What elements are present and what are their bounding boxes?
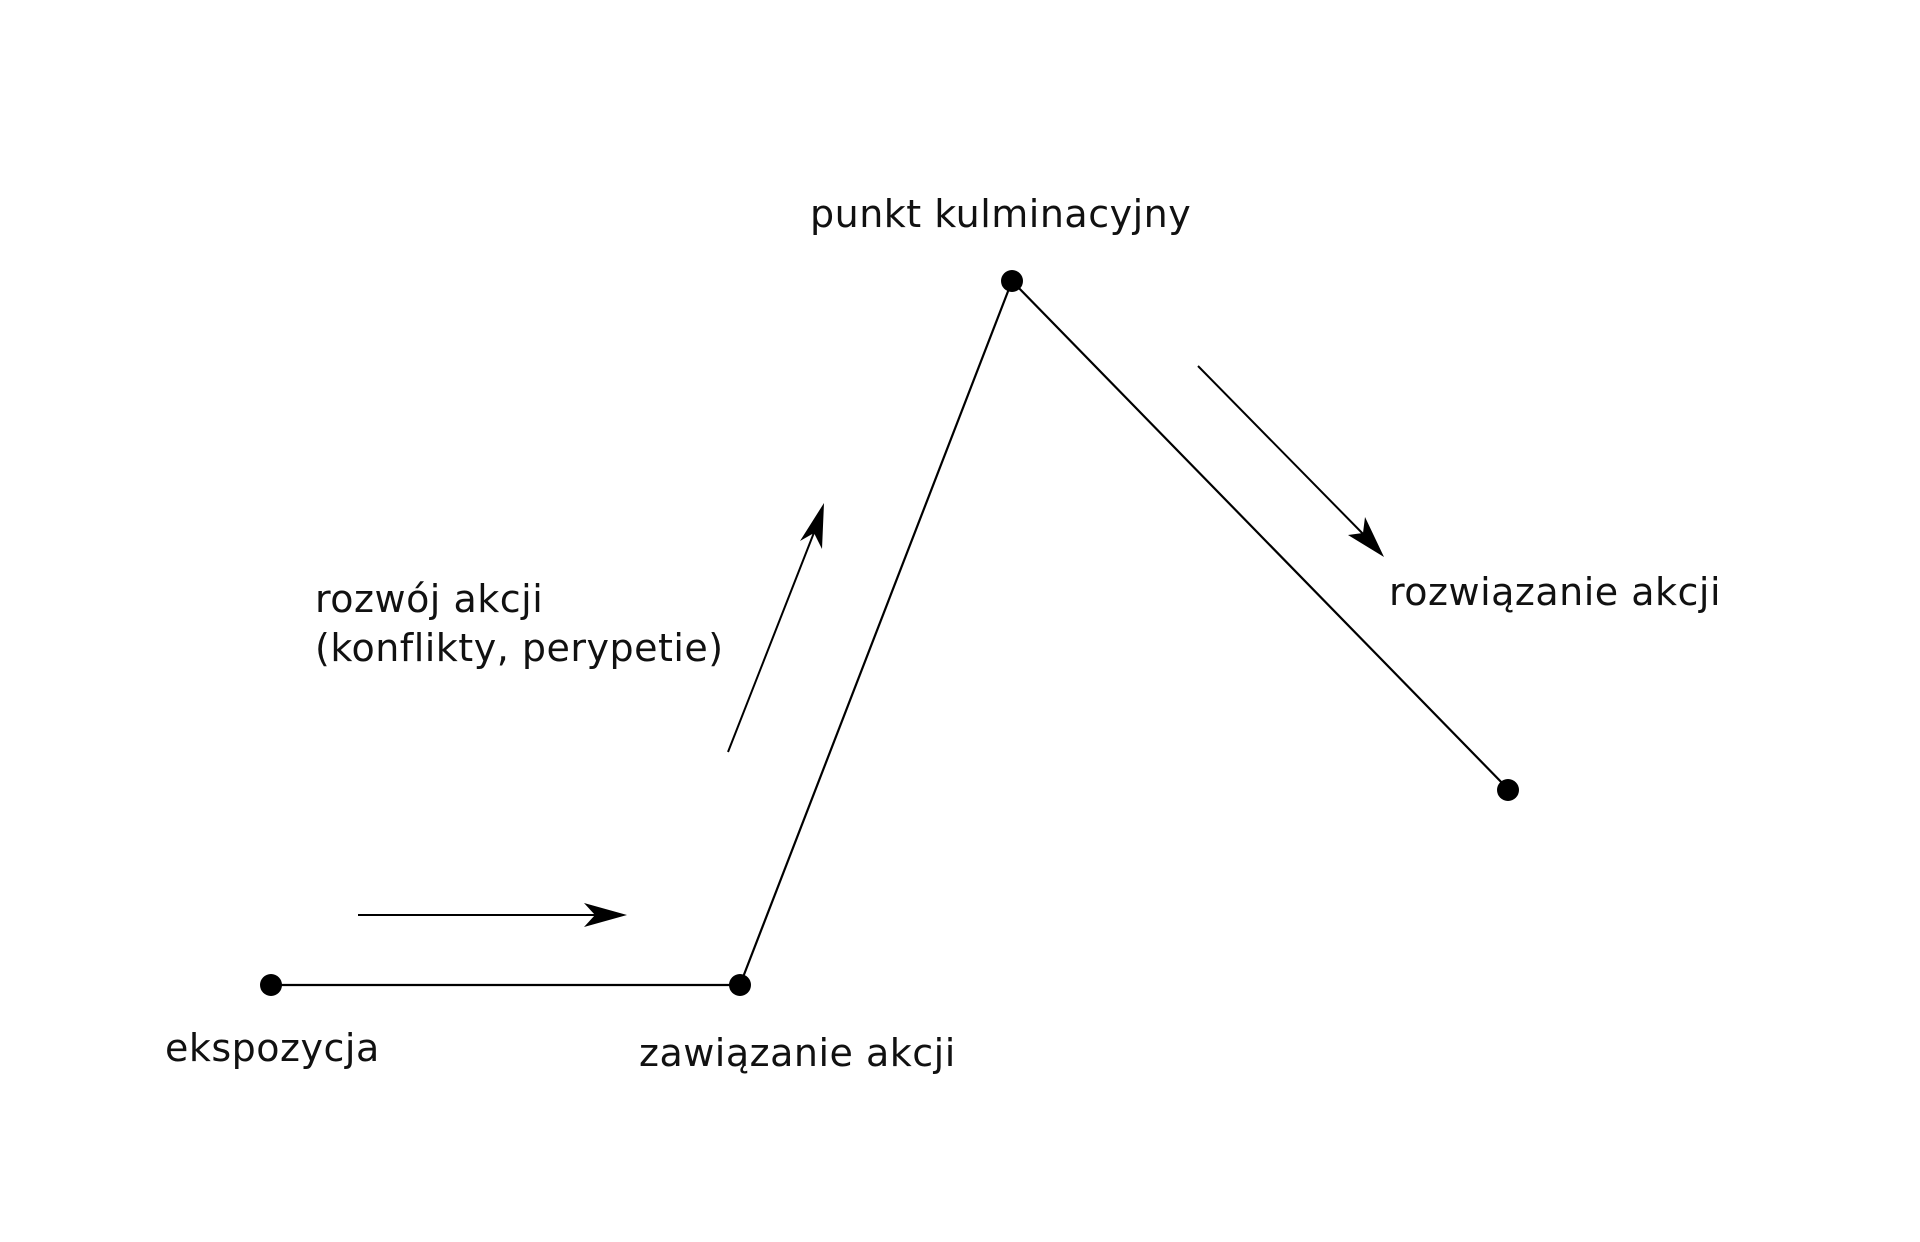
label-climax: punkt kulminacyjny — [810, 192, 1191, 236]
arrow-rising — [727, 503, 824, 753]
arrow-falling-head — [1348, 517, 1384, 557]
node-inciting — [729, 974, 751, 996]
arrow-rising-shaft — [727, 529, 816, 753]
arrow-horizontal — [358, 903, 627, 927]
edge-inciting-to-climax — [738, 280, 1014, 986]
node-exposition — [260, 974, 282, 996]
arrow-falling-shaft — [1197, 365, 1371, 542]
arrow-falling — [1197, 365, 1384, 557]
arrow-horizontal-head — [584, 903, 627, 927]
label-resolution: rozwiązanie akcji — [1389, 570, 1721, 614]
label-rising-action-line1: rozwój akcji — [315, 577, 543, 621]
label-rising-action-line2: (konflikty, perypetie) — [315, 626, 724, 670]
node-climax — [1001, 270, 1023, 292]
label-inciting-incident: zawiązanie akcji — [639, 1031, 956, 1075]
arrow-rising-head — [800, 503, 824, 549]
node-resolution — [1497, 779, 1519, 801]
label-exposition: ekspozycja — [165, 1026, 380, 1070]
edge-climax-to-resolution — [1011, 280, 1509, 790]
